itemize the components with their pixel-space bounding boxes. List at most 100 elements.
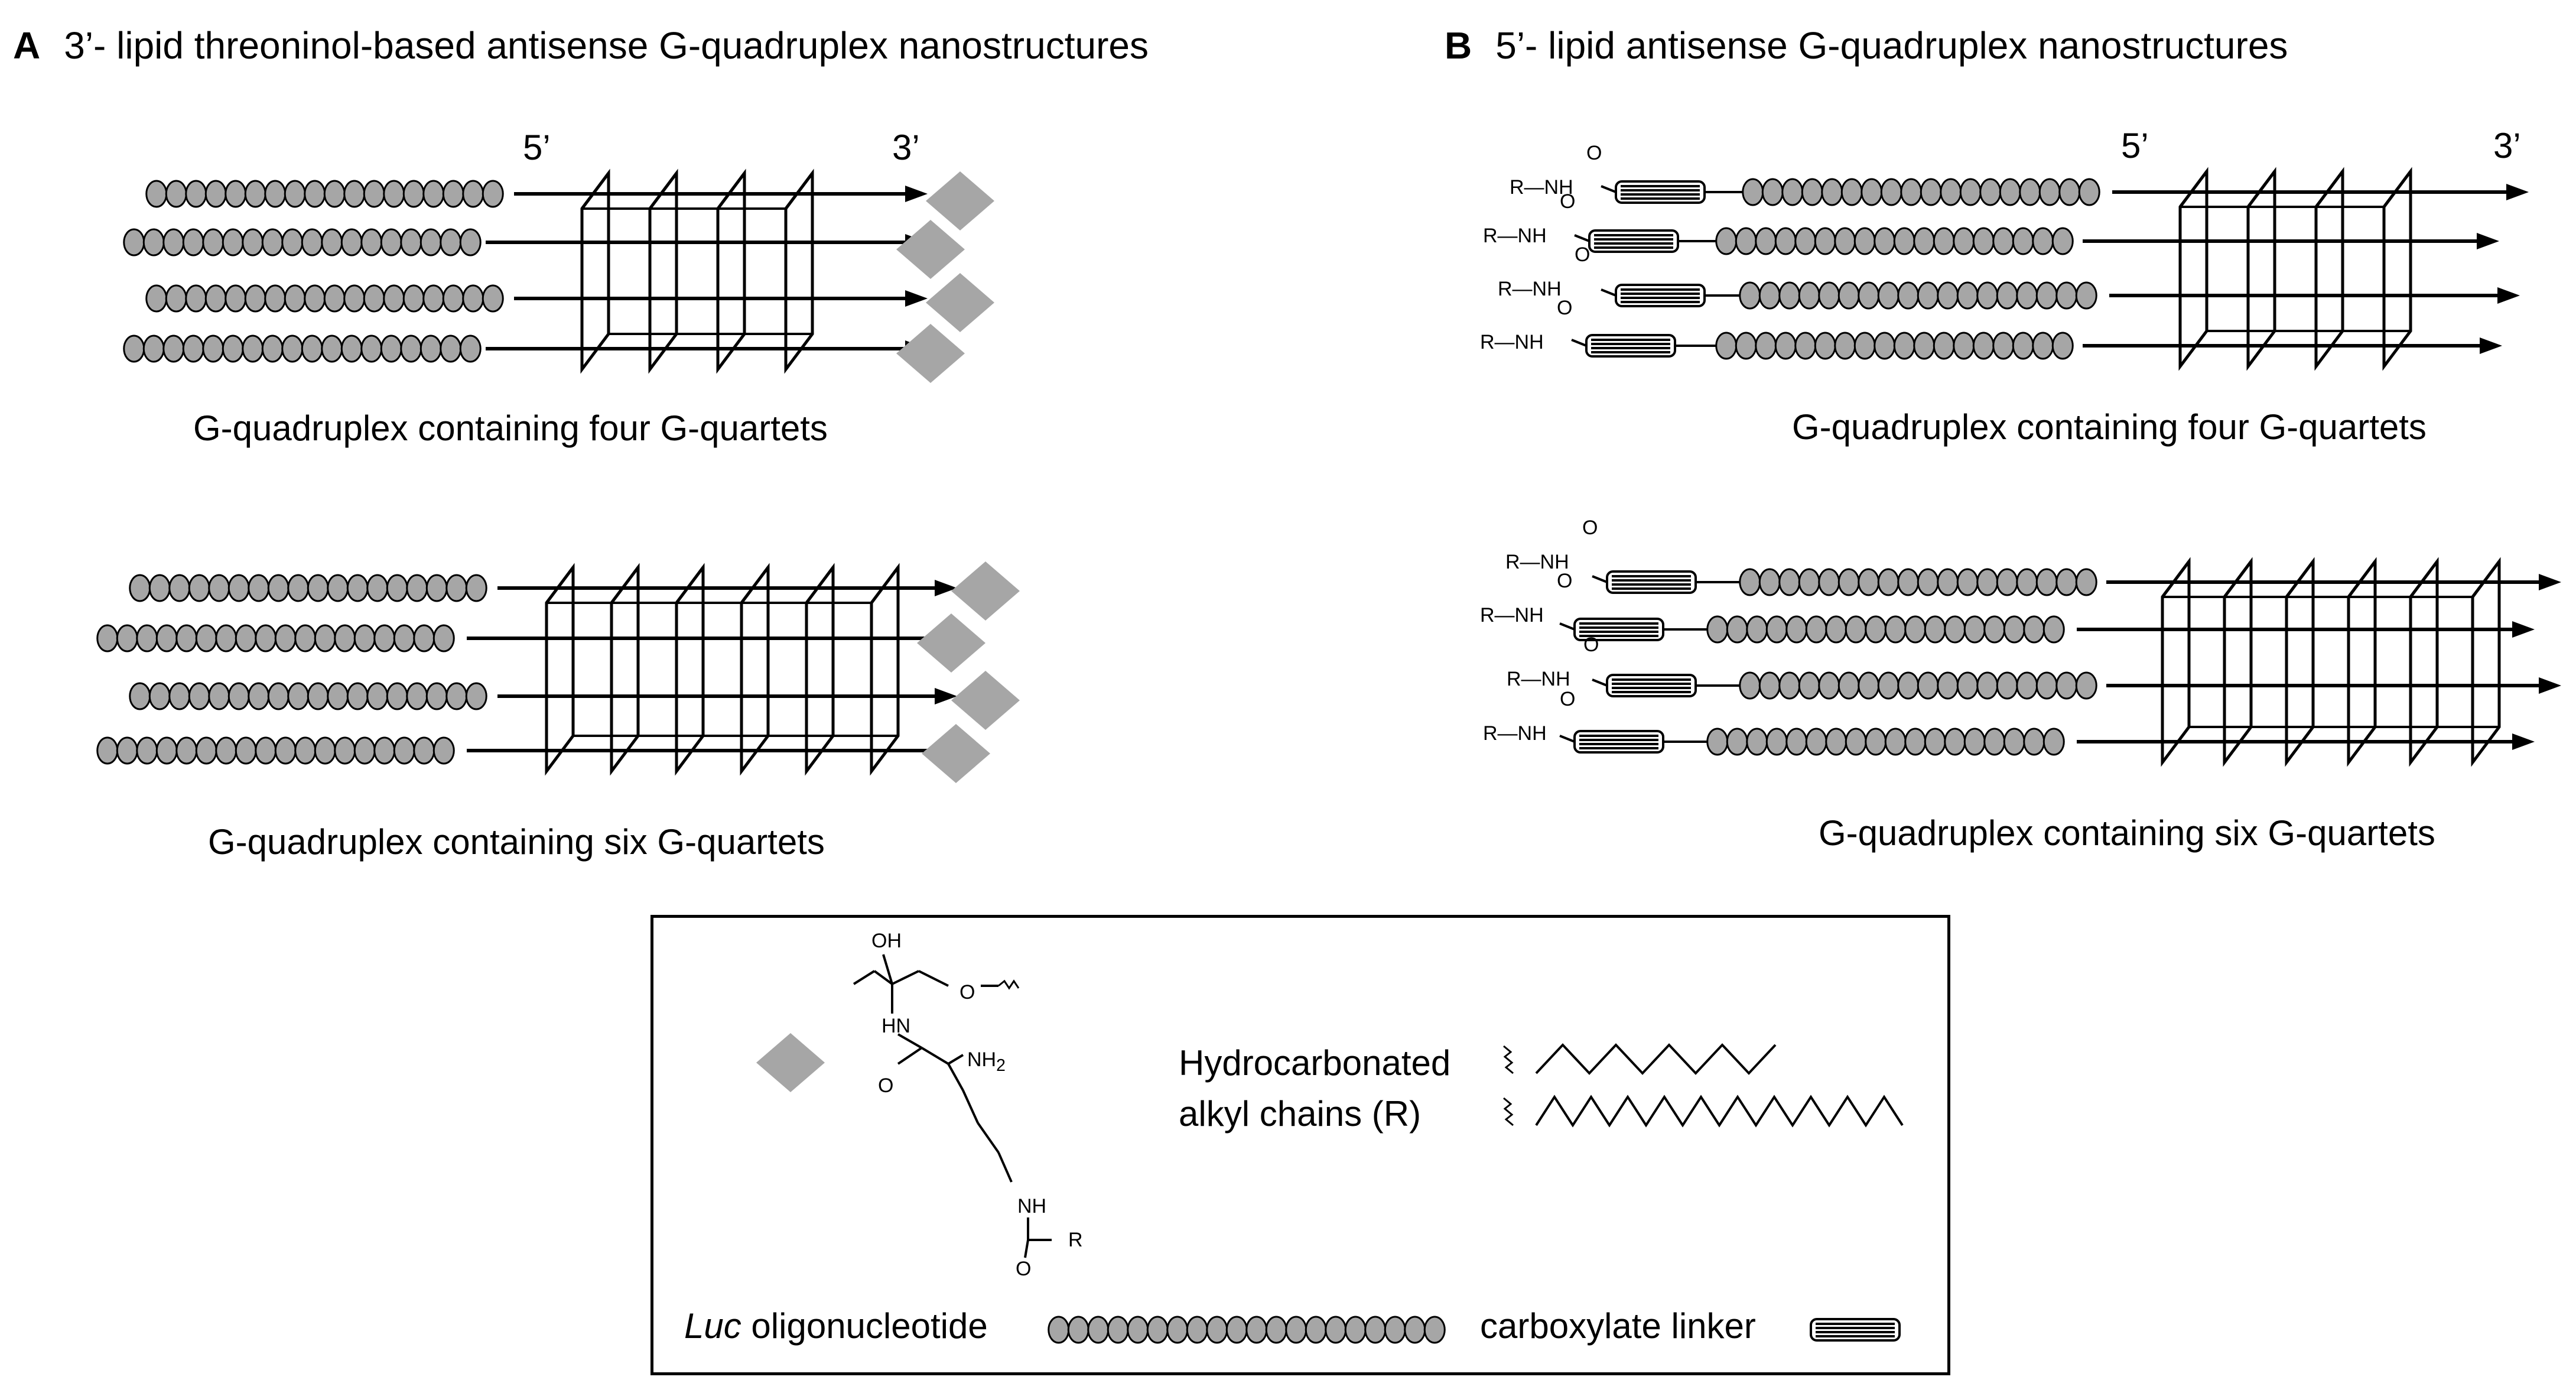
panel-a-bottom-oligo-4 [96,736,455,765]
nucleotide-bead [1765,728,1788,756]
amide-bond [1592,575,1608,583]
nucleotide-bead [222,228,244,256]
nucleotide-bead [96,624,119,652]
nucleotide-bead [1794,332,1817,360]
amide-bond [1592,678,1608,687]
nucleotide-bead [1917,568,1939,596]
nucleotide-bead [142,335,165,363]
diamond-lipid-marker [926,171,994,230]
nucleotide-bead [360,228,383,256]
nucleotide-bead [1884,615,1907,644]
diamond-lipid-marker [896,324,965,383]
nucleotide-bead [393,624,415,652]
panel-b-top-linker-4 [1585,334,1676,358]
panel-b-bottom-linker-3 [1606,674,1697,697]
nucleotide-bead [2016,568,2038,596]
nucleotide-bead [1865,615,1887,644]
carbonyl-label: O [1560,688,1576,710]
panel-b-bottom-quadruplex [2161,557,2501,767]
nucleotide-bead [440,335,462,363]
nucleotide-bead [145,284,168,313]
nucleotide-bead [222,335,244,363]
nucleotide-bead [1785,728,1808,756]
g-quartet-edge [610,566,639,604]
nucleotide-bead [373,624,396,652]
nucleotide-bead [165,284,187,313]
diamond-lipid-marker [951,671,1020,730]
strand-arrowhead [2539,677,2561,694]
nucleotide-bead [314,624,336,652]
nucleotide-bead [1739,281,1761,310]
nucleotide-bead [1917,281,1939,310]
nucleotide-bead [1924,615,1946,644]
nucleotide-bead [175,624,198,652]
g-quartet-edge [740,566,769,604]
nucleotide-bead [2042,728,2065,756]
nucleotide-bead [2075,568,2097,596]
nucleotide-bead [2051,332,2074,360]
panel-b-bottom-linker-2 [1573,618,1664,641]
panel-b-top-linker-3 [1615,284,1706,307]
g-quartet-edge [2161,560,2190,598]
legend-alkyl-chain-long [1535,1095,1904,1128]
nucleotide-bead [2035,671,2058,700]
nucleotide-bead [1840,178,1863,206]
nucleotide-bead [1735,227,1757,255]
panel-a-bottom-oligo-3 [129,682,487,710]
nucleotide-bead [1794,227,1817,255]
nucleotide-bead [2016,281,2038,310]
nucleotide-bead [1853,227,1876,255]
strand-arrowhead [2512,621,2535,638]
nucleotide-bead [287,574,310,602]
nucleotide-bead [1858,671,1880,700]
carbonyl-label: O [1557,297,1573,319]
nucleotide-bead [264,180,287,208]
nucleotide-bead [1715,332,1738,360]
amide-label: R—NH [1483,225,1547,247]
nucleotide-bead [2023,728,2045,756]
legend-box [650,915,1950,1375]
nucleotide-bead [346,574,369,602]
nucleotide-bead [1996,568,2018,596]
nucleotide-bead [202,228,225,256]
nucleotide-bead [1755,332,1777,360]
panel-a-letter: A [13,24,41,67]
nucleotide-bead [334,624,356,652]
nucleotide-bead [1837,671,1860,700]
g-quartet-edge [805,566,834,604]
nucleotide-bead [1865,728,1887,756]
nucleotide-bead [383,180,405,208]
nucleotide-bead [1904,615,1927,644]
nucleotide-bead [1953,332,1975,360]
nucleotide-bead [360,335,383,363]
nucleotide-bead [281,335,304,363]
nucleotide-bead [1893,227,1915,255]
amide-label: R—NH [1510,176,1573,199]
diamond-lipid-marker [922,724,990,783]
nucleotide-bead [1884,728,1907,756]
panel-b-bottom-strand-1 [2106,574,2561,590]
nucleotide-bead [1801,178,1823,206]
nucleotide-bead [1423,1316,1446,1344]
nucleotide-bead [442,180,464,208]
nucleotide-bead [1818,568,1840,596]
nucleotide-bead [1861,178,1883,206]
nucleotide-bead [1746,615,1768,644]
nucleotide-bead [1959,178,1982,206]
nucleotide-bead [2055,568,2078,596]
g-quartet-edge [2347,560,2376,598]
nucleotide-bead [1739,568,1761,596]
g-quartet-edge [2179,170,2208,208]
legend-carboxylate-linker [1810,1318,1901,1342]
nucleotide-bead [1963,615,1986,644]
nucleotide-bead [301,335,323,363]
panel-a-top-oligo-3 [145,284,504,313]
nucleotide-bead [225,284,247,313]
panel-a-top-oligo-1 [145,180,504,208]
amide-bond [1601,288,1616,297]
carbonyl-label: O [1583,634,1599,656]
diamond-lipid-marker [951,561,1020,621]
nucleotide-bead [2035,281,2058,310]
alkyl-wavy-bond [1503,1045,1514,1074]
nucleotide-bead [2058,178,2081,206]
